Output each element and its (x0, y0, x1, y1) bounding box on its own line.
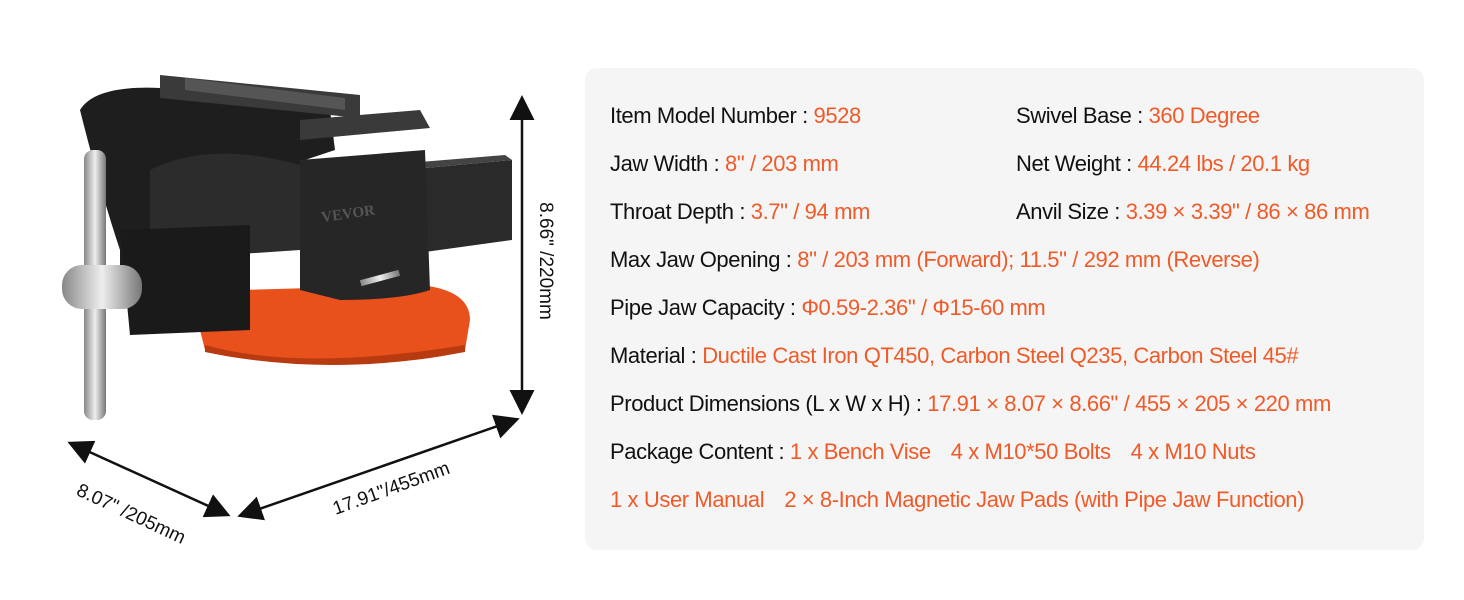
spec-max-jaw-opening: Max Jaw Opening : 8" / 203 mm (Forward);… (610, 246, 1260, 274)
spec-label: Material : (610, 343, 703, 368)
spec-product-dimensions: Product Dimensions (L x W x H) : 17.91 ×… (610, 390, 1331, 418)
spec-label: Package Content : (610, 439, 790, 464)
brand-logo: VEVOR (320, 203, 376, 226)
spec-value: 3.39 × 3.39" / 86 × 86 mm (1125, 199, 1370, 224)
spec-label: Max Jaw Opening : (610, 247, 798, 272)
spec-value: Ductile Cast Iron QT450, Carbon Steel Q2… (702, 343, 1299, 368)
spec-material: Material : Ductile Cast Iron QT450, Carb… (610, 342, 1299, 370)
height-dimension-label: 8.66" /220mm (535, 202, 556, 320)
spec-label: Anvil Size : (1016, 199, 1126, 224)
spec-anvil-size: Anvil Size : 3.39 × 3.39" / 86 × 86 mm (1016, 198, 1370, 226)
spec-value: 8" / 203 mm (Forward); 11.5" / 292 mm (R… (797, 247, 1260, 272)
package-item: 1 x User Manual (610, 487, 765, 512)
package-item: 4 x M10 Nuts (1130, 439, 1256, 464)
spec-label: Pipe Jaw Capacity : (610, 295, 802, 320)
spec-label: Item Model Number : (610, 103, 814, 128)
spec-value: 17.91 × 8.07 × 8.66" / 455 × 205 × 220 m… (927, 391, 1331, 416)
spec-label: Jaw Width : (610, 151, 726, 176)
package-item: 1 x Bench Vise (789, 439, 931, 464)
spec-net-weight: Net Weight : 44.24 lbs / 20.1 kg (1016, 150, 1310, 178)
package-item: 2 × 8-Inch Magnetic Jaw Pads (with Pipe … (784, 487, 1305, 512)
spec-value: 8" / 203 mm (725, 151, 839, 176)
spec-label: Product Dimensions (L x W x H) : (610, 391, 928, 416)
spec-value: 44.24 lbs / 20.1 kg (1137, 151, 1311, 176)
spec-label: Net Weight : (1016, 151, 1138, 176)
spec-swivel: Swivel Base : 360 Degree (1016, 102, 1260, 130)
bench-vise-image: VEVOR (62, 75, 535, 521)
spec-model: Item Model Number : 9528 (610, 102, 861, 130)
spec-value: Φ0.59-2.36" / Φ15-60 mm (801, 295, 1046, 320)
specs-card (585, 68, 1424, 550)
spec-label: Swivel Base : (1016, 103, 1149, 128)
spec-value: 9528 (813, 103, 862, 128)
spec-throat-depth: Throat Depth : 3.7" / 94 mm (610, 198, 870, 226)
spec-package-content: Package Content : 1 x Bench Vise 4 x M10*… (610, 438, 1256, 466)
spec-value: 360 Degree (1148, 103, 1260, 128)
spec-label: Throat Depth : (610, 199, 751, 224)
spec-pipe-jaw: Pipe Jaw Capacity : Φ0.59-2.36" / Φ15-60… (610, 294, 1046, 322)
package-item: 4 x M10*50 Bolts (950, 439, 1111, 464)
spec-package-content-cont: 1 x User Manual 2 × 8-Inch Magnetic Jaw P… (610, 486, 1304, 514)
spec-jaw-width: Jaw Width : 8" / 203 mm (610, 150, 839, 178)
spec-value: 3.7" / 94 mm (750, 199, 871, 224)
